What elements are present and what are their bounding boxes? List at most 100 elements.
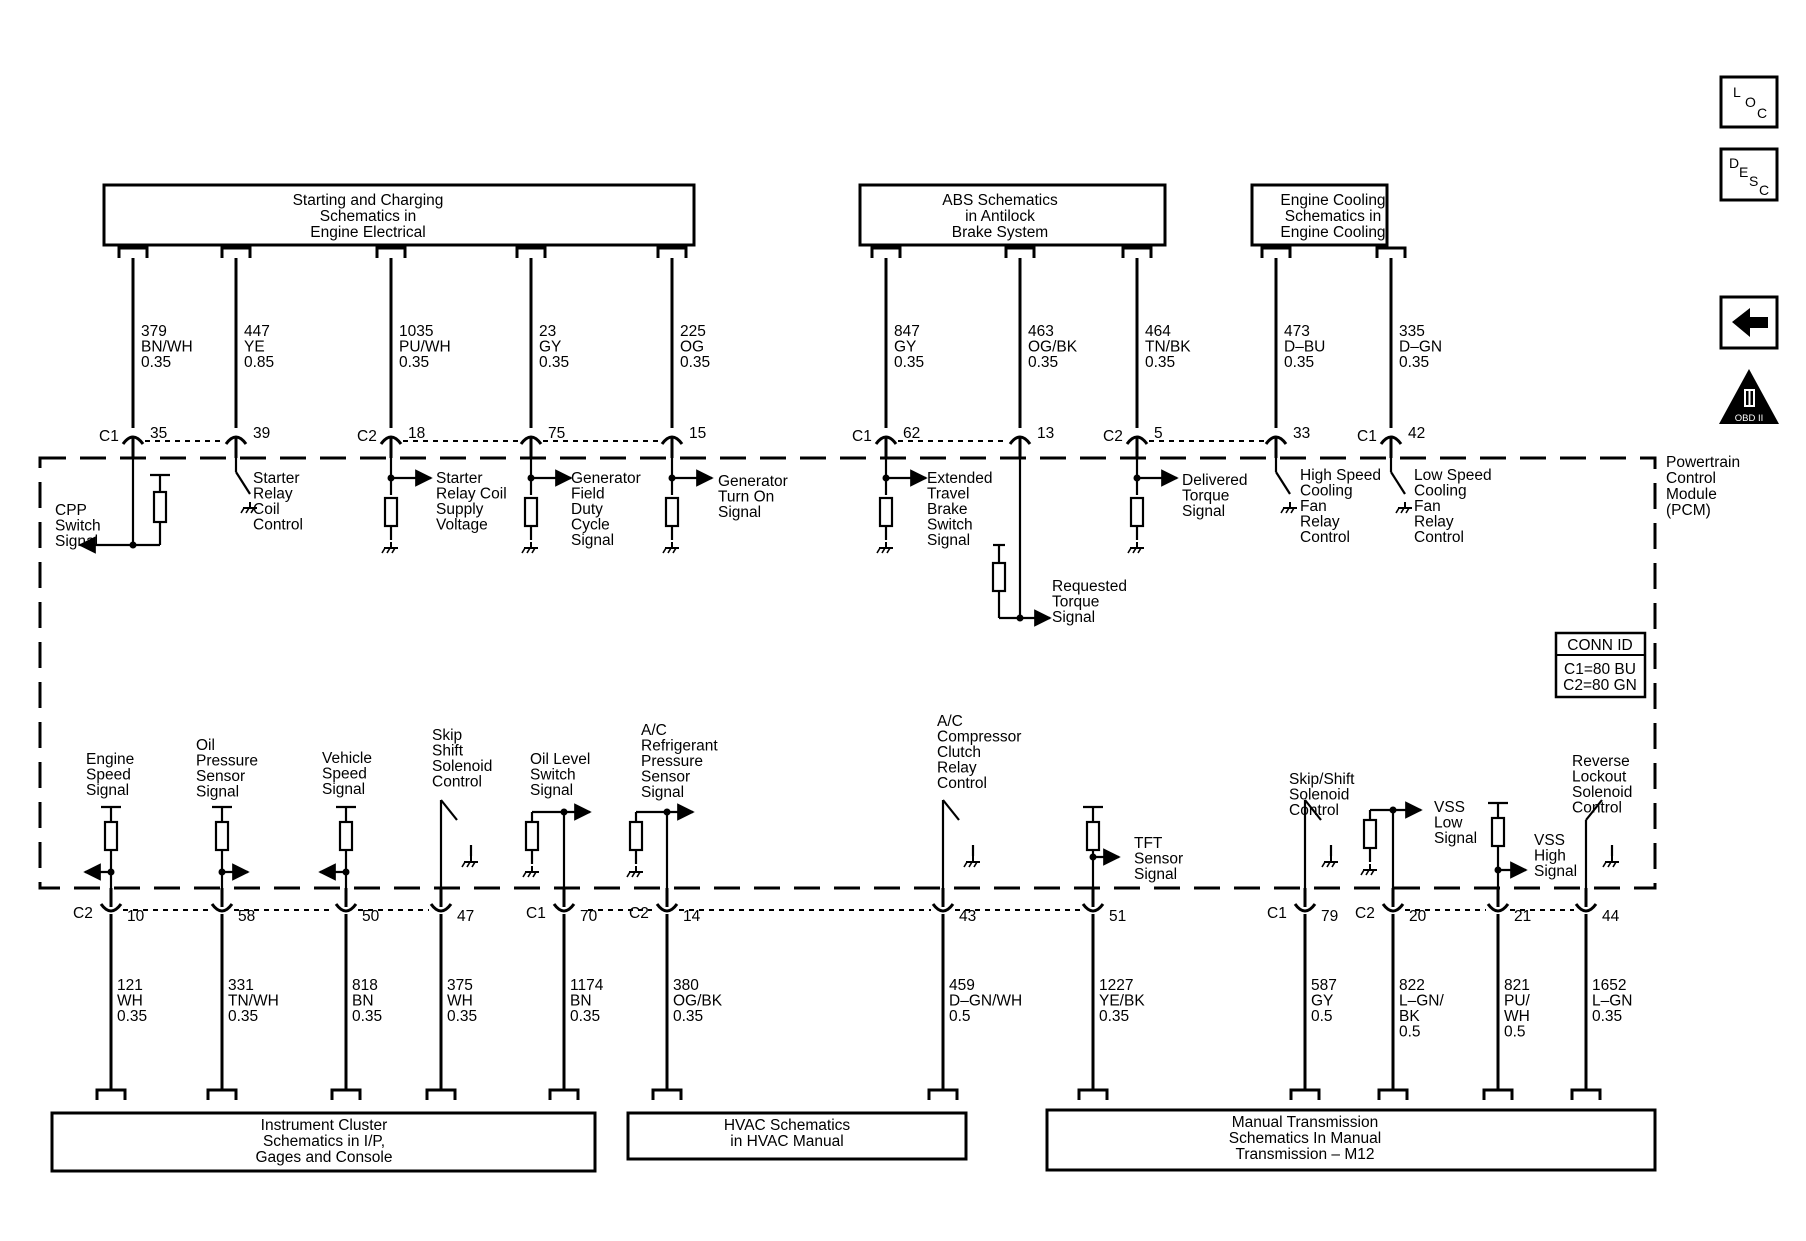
wire-terminal — [1377, 1088, 1409, 1100]
pin-number: 43 — [959, 908, 976, 925]
ground-icon — [461, 856, 478, 868]
obd-ii-icon: OBD II — [1719, 369, 1779, 424]
pin-number: 10 — [127, 908, 145, 925]
svg-text:C: C — [1759, 182, 1769, 198]
connector-id: C1 — [1357, 428, 1377, 445]
pin-number: 79 — [1321, 908, 1338, 925]
ground-icon — [1127, 542, 1144, 554]
connector-pin — [99, 903, 123, 913]
connector-id: C2 — [73, 905, 93, 922]
loc-button[interactable]: L O C — [1719, 75, 1779, 129]
pin-number: 70 — [580, 908, 598, 925]
connector-id: C1 — [526, 905, 546, 922]
wire-terminal — [548, 1088, 580, 1100]
wire-terminal — [220, 246, 252, 258]
wire-terminal — [330, 1088, 362, 1100]
connector-pin — [210, 903, 234, 913]
ground-icon — [662, 542, 679, 554]
svg-text:S: S — [1749, 173, 1758, 189]
resistor-icon — [628, 820, 644, 852]
svg-text:E: E — [1739, 164, 1748, 180]
wire-terminal — [927, 1088, 959, 1100]
resistor-icon — [664, 496, 680, 528]
resistor-icon — [1362, 818, 1378, 850]
connector-id: C1 — [99, 428, 119, 445]
ground-icon — [1280, 502, 1297, 514]
svg-text:C2=80 GN: C2=80 GN — [1563, 677, 1637, 694]
resistor-icon — [523, 496, 539, 528]
ground-icon — [1395, 502, 1412, 514]
resistor-icon — [1129, 496, 1145, 528]
wire-terminal — [1077, 1088, 1109, 1100]
pin-number: 5 — [1154, 425, 1163, 442]
desc-button[interactable]: D E S C — [1719, 147, 1779, 202]
wire-terminal — [1289, 1088, 1321, 1100]
pin-number: 42 — [1408, 425, 1425, 442]
conn-id-box: CONN ID C1=80 BU C2=80 GN — [1554, 631, 1647, 699]
resistor-icon — [152, 490, 168, 524]
switch-icon — [234, 458, 257, 514]
connector-pin — [1381, 903, 1405, 913]
resistor-icon — [383, 496, 399, 528]
resistor-icon — [214, 820, 230, 852]
pin-number: 15 — [689, 425, 706, 442]
resistor-icon — [991, 561, 1007, 593]
back-arrow-icon — [1732, 308, 1768, 337]
resistor-icon — [524, 820, 540, 852]
resistor-icon — [103, 820, 119, 852]
back-arrow-button[interactable] — [1719, 295, 1779, 350]
wire-terminal — [1121, 246, 1153, 258]
connector-pin — [931, 903, 955, 913]
connector-id: C2 — [357, 428, 377, 445]
wire-terminal — [425, 1088, 457, 1100]
ground-icon — [381, 542, 398, 554]
connector-pin — [1574, 903, 1598, 913]
wire-terminal — [1570, 1088, 1602, 1100]
connector-id: C1 — [852, 428, 872, 445]
pin-number: 58 — [238, 908, 255, 925]
